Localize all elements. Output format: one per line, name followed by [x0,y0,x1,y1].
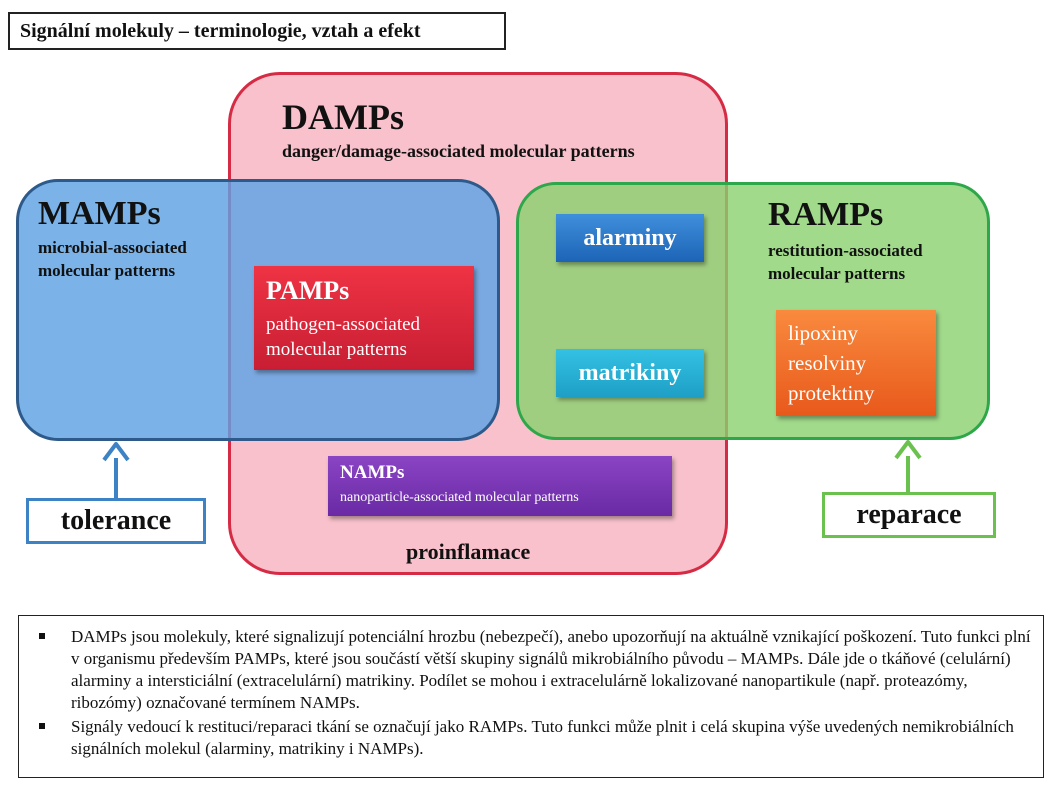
pamps-box: PAMPs pathogen-associated molecular patt… [254,266,474,370]
namps-subtitle: nanoparticle-associated molecular patter… [340,490,579,505]
matrikiny-box: matrikiny [556,349,704,397]
tolerance-arrow [102,442,130,498]
damps-subtitle: danger/damage-associated molecular patte… [282,141,635,161]
namps-title: NAMPs [340,462,405,483]
pamps-title: PAMPs [266,276,350,305]
tolerance-box: tolerance [26,498,206,544]
ramps-title: RAMPs [768,196,884,233]
proinflamace-label: proinflamace [406,539,531,564]
resolviny-label: resolviny [788,351,867,375]
pamps-subtitle: pathogen-associated molecular patterns [266,314,421,360]
mamps-subtitle: microbial-associated molecular patterns [38,238,187,280]
bullet-icon [39,633,45,639]
mamps-title: MAMPs [38,195,161,232]
reparace-arrow [894,440,922,492]
reparace-box: reparace [822,492,996,538]
protektiny-label: protektiny [788,381,875,405]
note-item: DAMPs jsou molekuly, které signalizují p… [33,626,1031,714]
note-text-1: DAMPs jsou molekuly, které signalizují p… [71,627,1031,712]
lipoxiny-label: lipoxiny [788,321,859,345]
lipoxiny-box: lipoxiny resolviny protektiny [776,310,936,416]
notes-list: DAMPs jsou molekuly, které signalizují p… [33,626,1031,760]
damps-title: DAMPs [282,97,404,137]
ramps-subtitle: restitution-associated molecular pattern… [768,241,923,283]
notes-box: DAMPs jsou molekuly, které signalizují p… [18,615,1044,778]
note-text-2: Signály vedoucí k restituci/reparaci tká… [71,717,1014,758]
bullet-icon [39,723,45,729]
alarminy-box: alarminy [556,214,704,262]
note-item: Signály vedoucí k restituci/reparaci tká… [33,716,1031,760]
namps-box: NAMPs nanoparticle-associated molecular … [328,456,672,516]
diagram-title: Signální molekuly – terminologie, vztah … [8,12,506,50]
